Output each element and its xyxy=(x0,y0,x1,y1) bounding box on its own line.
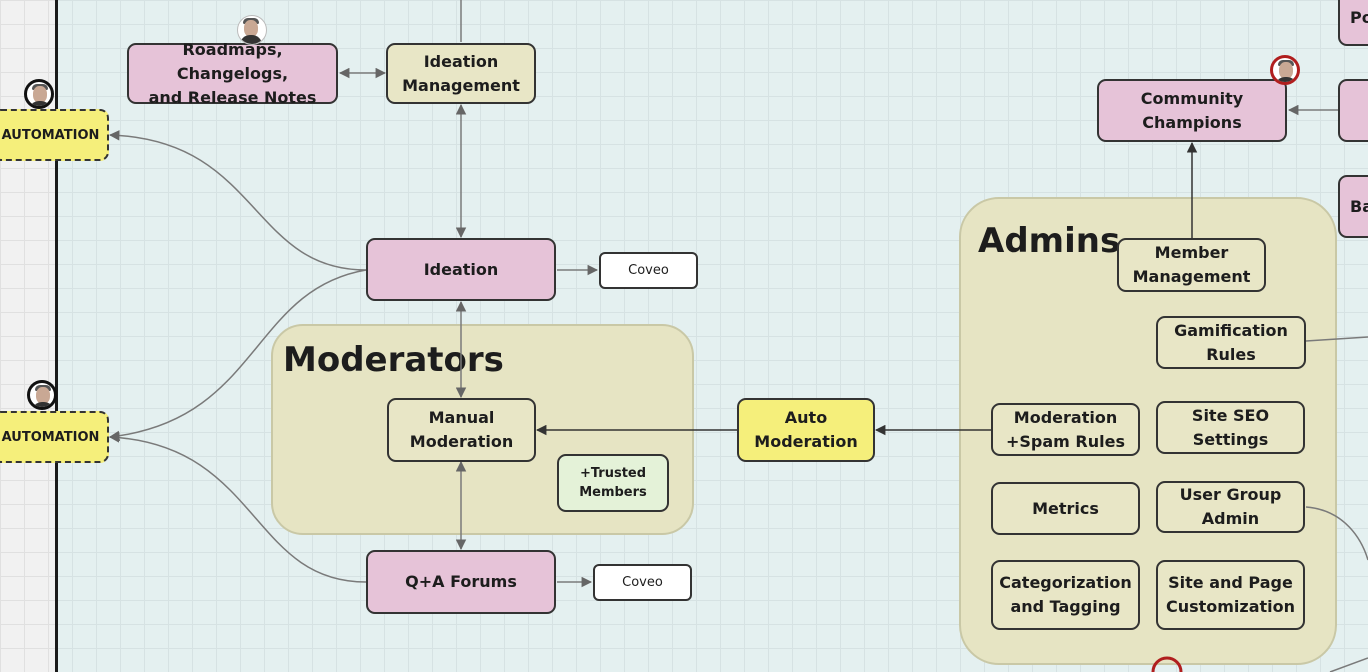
offscreen-node-top[interactable]: Po xyxy=(1338,0,1368,46)
qa-forums-node[interactable]: Q+A Forums xyxy=(366,550,556,614)
edge-qa-automation-bottom xyxy=(108,432,367,583)
avatar-icon xyxy=(237,15,267,45)
user-group-admin-node[interactable]: User Group Admin xyxy=(1156,481,1305,533)
site-seo-settings-node[interactable]: Site SEO Settings xyxy=(1156,401,1305,454)
offscreen-node-mid[interactable]: Ba xyxy=(1338,175,1368,238)
auto-moderation-node[interactable]: Auto Moderation xyxy=(737,398,875,462)
ideation-node[interactable]: Ideation xyxy=(366,238,556,301)
coveo-node-qa[interactable]: Coveo xyxy=(593,564,692,601)
admins-title: Admins xyxy=(978,221,1121,261)
gamification-rules-node[interactable]: Gamification Rules xyxy=(1156,316,1306,369)
categorization-tagging-node[interactable]: Categorization and Tagging xyxy=(991,560,1140,630)
site-page-customization-node[interactable]: Site and Page Customization xyxy=(1156,560,1305,630)
coveo-node-ideation[interactable]: Coveo xyxy=(599,252,698,289)
avatar-icon xyxy=(1270,55,1300,85)
metrics-node[interactable]: Metrics xyxy=(991,482,1140,535)
member-management-node[interactable]: Member Management xyxy=(1117,238,1266,292)
manual-moderation-node[interactable]: Manual Moderation xyxy=(387,398,536,462)
moderators-title: Moderators xyxy=(283,340,504,380)
roadmaps-node[interactable]: Roadmaps, Changelogs, and Release Notes xyxy=(127,40,338,107)
edge-bottom-right xyxy=(1329,657,1368,672)
edge-user-group-offscreen xyxy=(1305,506,1368,561)
offscreen-node-right[interactable] xyxy=(1338,79,1368,142)
moderation-spam-rules-node[interactable]: Moderation +Spam Rules xyxy=(991,403,1140,456)
trusted-members-node[interactable]: +Trusted Members xyxy=(557,454,669,512)
avatar-bottom-partial xyxy=(1151,656,1183,672)
automation-tag-bottom[interactable]: AUTOMATION xyxy=(0,411,109,463)
edge-ideation-automation-top xyxy=(108,130,367,271)
automation-tag-top[interactable]: AUTOMATION xyxy=(0,109,109,161)
avatar-icon xyxy=(24,79,54,109)
community-champions-node[interactable]: Community Champions xyxy=(1097,79,1287,142)
ideation-management-node[interactable]: Ideation Management xyxy=(386,43,536,104)
edge-gamification-offscreen xyxy=(1305,336,1368,342)
avatar-icon xyxy=(27,380,57,410)
edge-ideation-automation-bottom xyxy=(108,269,367,442)
